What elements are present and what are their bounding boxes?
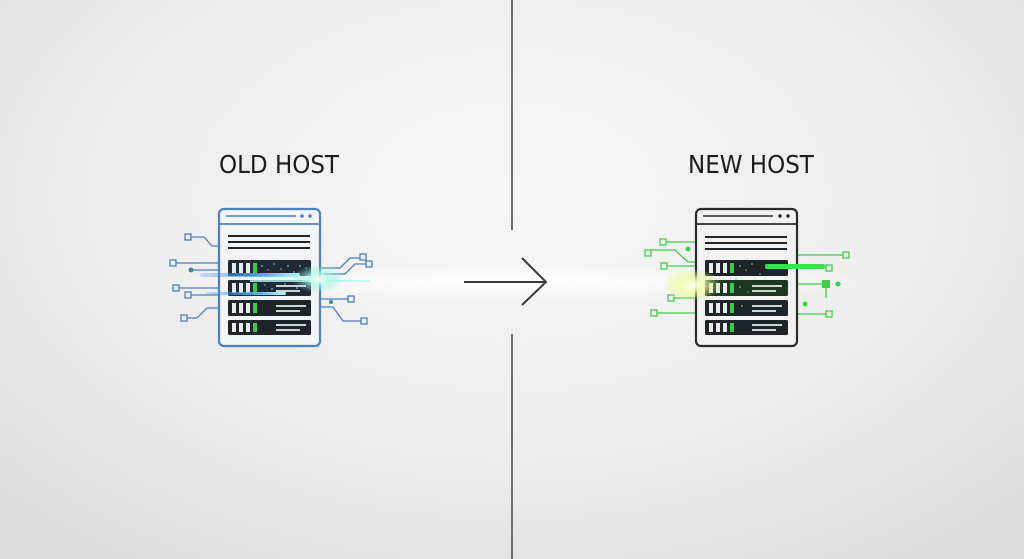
new-host-label: NEW HOST bbox=[688, 150, 814, 179]
panel-divider-bottom bbox=[511, 334, 513, 559]
panel-divider-top bbox=[511, 0, 513, 230]
old-host-label: OLD HOST bbox=[219, 150, 339, 179]
